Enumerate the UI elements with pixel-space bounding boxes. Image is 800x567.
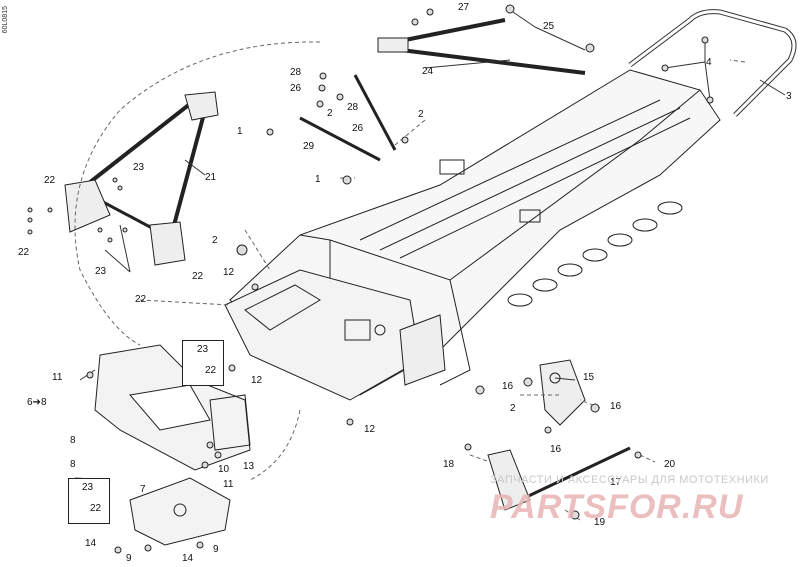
- watermark-logo-text: PARTSFOR.RU: [490, 488, 744, 526]
- callout-12-top: 12: [223, 267, 235, 278]
- callout-24: 24: [422, 66, 434, 77]
- callout-23-mid: 23: [95, 266, 107, 277]
- hardware-inset-box-upper: [182, 340, 224, 386]
- callout-28-upper: 28: [290, 67, 302, 78]
- callout-10: 10: [218, 464, 230, 475]
- callout-27: 27: [458, 2, 470, 13]
- front-engine-cradle: [224, 269, 446, 401]
- callout-26-upper: 26: [290, 83, 302, 94]
- callout-23-box-upper: 23: [197, 344, 209, 355]
- callout-21: 21: [205, 172, 217, 183]
- upper-rod-assembly: [299, 18, 586, 162]
- callout-16-right: 16: [610, 401, 622, 412]
- callout-8-lower: 8: [70, 459, 76, 470]
- callout-22-top: 22: [44, 175, 56, 186]
- callout-9-left: 9: [126, 553, 132, 564]
- callout-17: 17: [610, 477, 622, 488]
- hardware-inset-box-lower: [68, 478, 110, 524]
- callout-8-upper: 8: [70, 435, 76, 446]
- callout-2-mid: 2: [212, 235, 218, 246]
- callout-22-box-lower: 22: [90, 503, 102, 514]
- lower-bracket: [129, 477, 231, 546]
- callout-14-right: 14: [182, 553, 194, 564]
- callout-18: 18: [443, 459, 455, 470]
- callout-12-low: 12: [364, 424, 376, 435]
- watermark-tagline: ЗАПЧАСТИ И АКСЕССУАРЫ ДЛЯ МОТОТЕХНИКИ: [490, 474, 769, 486]
- callout-13: 13: [243, 461, 255, 472]
- axle-rod: [487, 446, 631, 511]
- callout-22-right: 22: [192, 271, 204, 282]
- callout-2-upper-left: 2: [327, 108, 333, 119]
- front-nose-bracket: [94, 344, 251, 471]
- callout-9-right: 9: [213, 544, 219, 555]
- callout-4: 4: [706, 57, 712, 68]
- callout-23-top: 23: [133, 162, 145, 173]
- callout-29: 29: [303, 141, 315, 152]
- callout-16-left: 16: [502, 381, 514, 392]
- callout-19: 19: [594, 517, 606, 528]
- fastener-hardware: [27, 4, 714, 554]
- callout-22-bottom: 22: [135, 294, 147, 305]
- callout-11-left: 11: [52, 372, 63, 383]
- callout-1-upper: 1: [237, 126, 243, 137]
- callout-26-lower: 26: [352, 123, 364, 134]
- callout-2-upper-right: 2: [418, 109, 424, 120]
- callout-1-lower: 1: [315, 174, 321, 185]
- suspension-mount-bracket: [539, 359, 586, 426]
- callout-11-lower: 11: [223, 479, 234, 490]
- steering-support-assembly: [64, 91, 219, 266]
- callout-3: 3: [786, 91, 792, 102]
- callout-16-bottom: 16: [550, 444, 562, 455]
- callout-7: 7: [140, 484, 146, 495]
- callout-6-to-8: 6➔8: [27, 397, 47, 408]
- callout-25: 25: [543, 21, 555, 32]
- tunnel-side-cutouts: [507, 201, 683, 307]
- callout-12-mid: 12: [251, 375, 263, 386]
- callout-28-lower: 28: [347, 102, 359, 113]
- callout-20: 20: [664, 459, 676, 470]
- callout-15: 15: [583, 372, 595, 383]
- callout-23-box-lower: 23: [82, 482, 94, 493]
- callout-22-left: 22: [18, 247, 30, 258]
- callout-22-box-upper: 22: [205, 365, 217, 376]
- callout-14-left: 14: [85, 538, 97, 549]
- rear-grab-handle: [628, 9, 797, 117]
- callout-2-low: 2: [510, 403, 516, 414]
